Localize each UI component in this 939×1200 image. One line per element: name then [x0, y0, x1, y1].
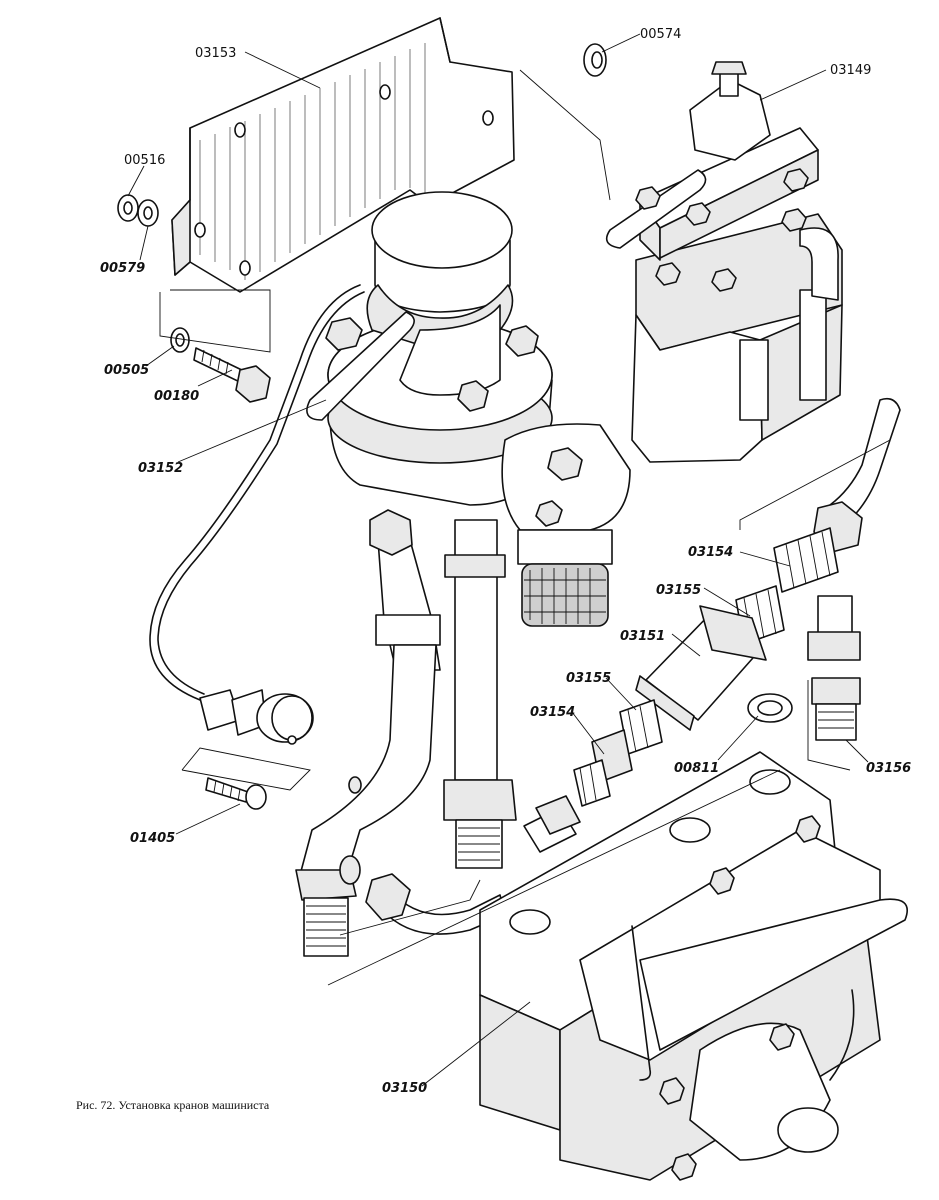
- washer-00516: [117, 194, 139, 222]
- brake-valve-03149: [605, 61, 843, 463]
- label-01405: 01405: [130, 831, 175, 846]
- label-03153: 03153: [195, 46, 236, 61]
- label-00574: 00574: [640, 27, 681, 42]
- bolt-00180: [193, 347, 271, 403]
- valve-bolts: [635, 168, 809, 292]
- mounting-block-03150: [479, 751, 908, 1181]
- fitting-03156: [807, 595, 861, 741]
- label-00811: 00811: [674, 761, 719, 776]
- label-03154-upper: 03154: [688, 545, 733, 560]
- control-cable: [149, 284, 365, 701]
- label-00516: 00516: [124, 153, 165, 168]
- screw-01405: [205, 777, 267, 810]
- label-00579: 00579: [100, 261, 145, 276]
- label-03155-upper: 03155: [656, 583, 701, 598]
- washer-00811: [747, 693, 793, 723]
- label-00180: 00180: [154, 389, 199, 404]
- pipe-03154-upper: [773, 397, 901, 593]
- label-00505: 00505: [104, 363, 149, 378]
- figure-caption: Рис. 72. Установка кранов машиниста: [76, 1098, 270, 1112]
- bracket-plate-03153: [171, 17, 515, 293]
- washer-00574: [583, 43, 607, 77]
- cable-knob: [199, 689, 314, 745]
- washer-00579: [137, 199, 159, 227]
- label-03151: 03151: [620, 629, 665, 644]
- label-03155-lower: 03155: [566, 671, 611, 686]
- coupling-03151: [635, 605, 767, 731]
- label-03150: 03150: [382, 1081, 427, 1096]
- pipes-left: [295, 509, 441, 957]
- label-03152: 03152: [138, 461, 183, 476]
- leader-lines: [127, 33, 869, 1087]
- pipe-center: [443, 519, 517, 869]
- label-03154-lower: 03154: [530, 705, 575, 720]
- label-03156: 03156: [866, 761, 911, 776]
- assembly-guide-lines: [159, 69, 891, 986]
- label-03149: 03149: [830, 63, 871, 78]
- pipe-03154-lower: [573, 729, 633, 807]
- nipple-fitting: [523, 795, 581, 853]
- brake-valve-03152: [306, 191, 631, 627]
